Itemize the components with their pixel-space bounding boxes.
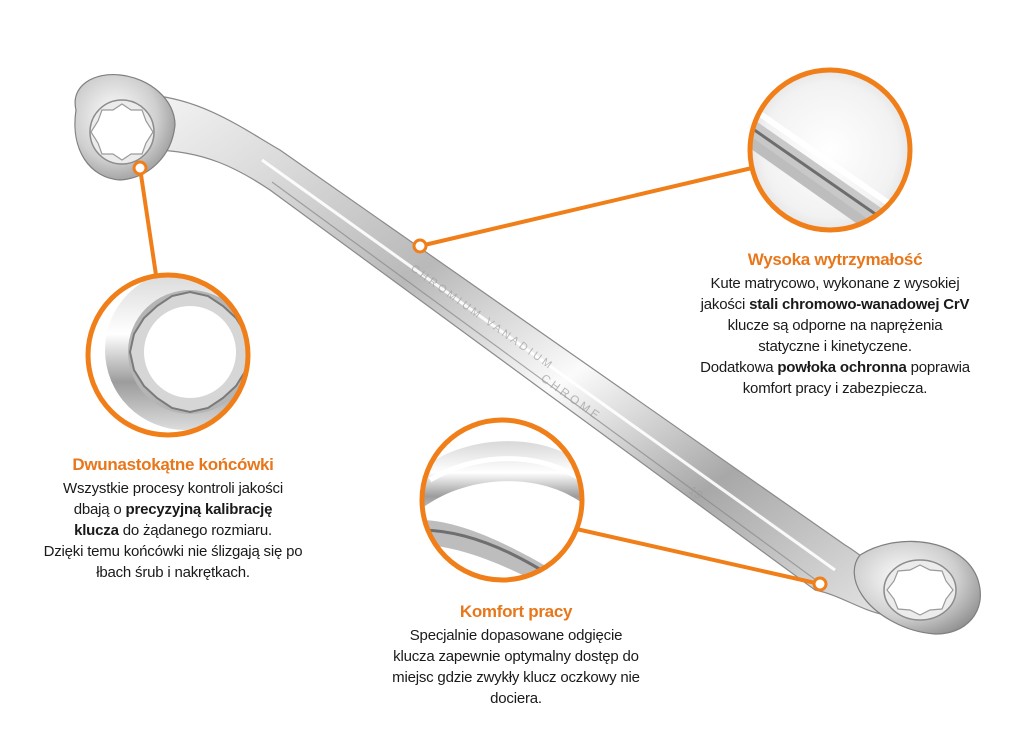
feature-comfort: Komfort pracy Specjalnie dopasowane odgi… (370, 601, 662, 709)
callout-lines (138, 166, 821, 586)
twelve-point-socket-left (90, 103, 154, 161)
feature-strength-line-4: statyczne i kinetyczene. (758, 338, 912, 355)
feature-twelve-point-line-3: klucza do żądanego rozmiaru. (28, 520, 318, 541)
feature-twelve-point-line-4: Dzięki temu końcówki nie ślizgają się po (43, 543, 303, 560)
text-run-bold: powłoka ochronna (777, 359, 907, 376)
feature-strength-line-5: Dodatkowa powłoka ochronna poprawia (690, 357, 980, 378)
feature-comfort-line-2: klucza zapewnie optymalny dostęp do (393, 648, 639, 665)
text-run: dbają o (73, 501, 126, 518)
feature-strength-line-1: Kute matrycowo, wykonane z wysokiej (710, 275, 960, 292)
feature-strength-title: Wysoka wytrzymałość (747, 250, 923, 269)
text-run-bold: precyzyjną kalibrację (125, 501, 273, 518)
feature-twelve-point: Dwunastokątne końcówki Wszystkie procesy… (28, 454, 318, 583)
text-run: jakości (700, 296, 750, 313)
feature-comfort-line-3: miejsc gdzie zwykły klucz oczkowy nie (392, 669, 640, 686)
feature-twelve-point-title: Dwunastokątne końcówki (72, 455, 274, 474)
feature-strength: Wysoka wytrzymałość Kute matrycowo, wyko… (690, 249, 980, 399)
feature-comfort-line-4: dociera. (490, 690, 542, 707)
text-run-bold: stali chromowo-wanadowej CrV (749, 296, 970, 313)
feature-twelve-point-line-1: Wszystkie procesy kontroli jakości (63, 480, 283, 497)
feature-comfort-line-1: Specjalnie dopasowane odgięcie (409, 627, 623, 644)
text-run: Dodatkowa (700, 359, 778, 376)
callout-dot-strength (412, 238, 428, 254)
text-run-bold: klucza (74, 522, 119, 539)
feature-comfort-title: Komfort pracy (459, 602, 573, 621)
zoom-circle-comfort (419, 417, 585, 583)
wrench-engraving-crv: CHROMIUM VANADIUM (408, 263, 556, 373)
zoom-circle-twelve-point (85, 272, 251, 438)
feature-strength-line-6: komfort pracy i zabezpiecza. (742, 380, 928, 397)
callout-line-twelve-point (138, 167, 158, 276)
twelve-point-socket-right (886, 564, 954, 616)
callout-dot-twelve-point (132, 160, 148, 176)
feature-twelve-point-line-2: dbają o precyzyjną kalibrację (28, 499, 318, 520)
callout-line-strength (419, 166, 753, 248)
callout-dot-comfort (812, 576, 828, 592)
callout-dots (132, 160, 828, 592)
callout-line-comfort (571, 526, 821, 586)
text-run: poprawia (906, 359, 970, 376)
feature-twelve-point-line-5: łbach śrub i nakrętkach. (96, 564, 250, 581)
zoom-circle-strength (747, 67, 913, 233)
feature-strength-line-2: jakości stali chromowo-wanadowej CrV (690, 294, 980, 315)
feature-strength-line-3: klucze są odporne na naprężenia (727, 317, 943, 334)
text-run: do żądanego rozmiaru. (118, 522, 272, 539)
